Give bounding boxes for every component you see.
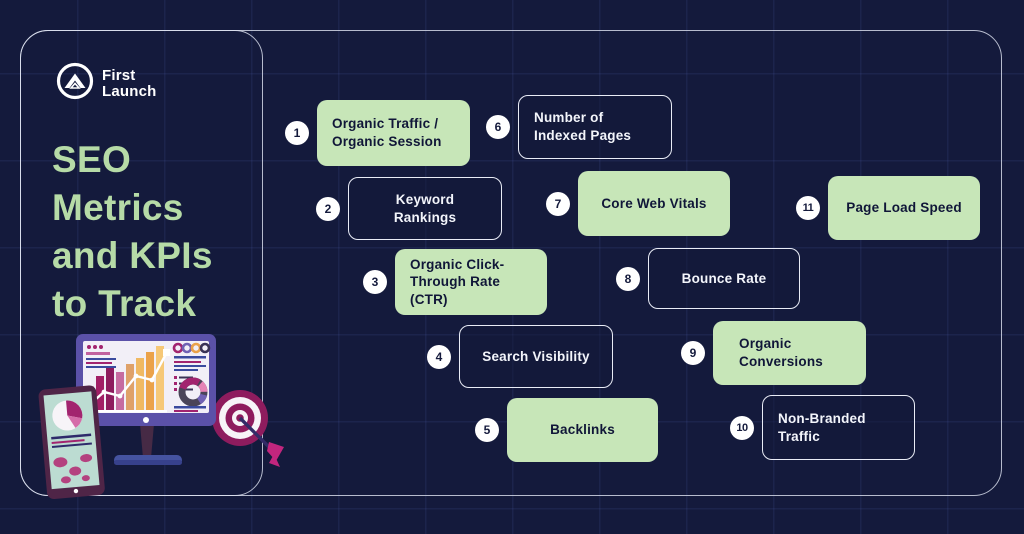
brand-logo: First Launch bbox=[56, 62, 157, 105]
number-badge-1: 1 bbox=[285, 121, 309, 145]
number-badge-6: 6 bbox=[486, 115, 510, 139]
metric-item-9: 9 Organic Conversions bbox=[681, 321, 866, 385]
number-badge-9: 9 bbox=[681, 341, 705, 365]
metric-box-backlinks: Backlinks bbox=[507, 398, 658, 462]
number-badge-2: 2 bbox=[316, 196, 340, 221]
left-panel bbox=[20, 30, 263, 496]
number-badge-5: 5 bbox=[475, 418, 499, 442]
metric-item-3: 3 Organic Click-Through Rate (CTR) bbox=[363, 249, 547, 315]
brand-name: First Launch bbox=[102, 68, 157, 99]
metric-box-indexed-pages: Number of Indexed Pages bbox=[518, 95, 672, 159]
brand-name-line2: Launch bbox=[102, 82, 157, 100]
metric-box-non-branded-traffic: Non-Branded Traffic bbox=[762, 395, 915, 460]
brand-name-line1: First bbox=[102, 67, 136, 85]
monitor-dashboard-icon bbox=[76, 334, 216, 465]
metric-box-search-visibility: Search Visibility bbox=[459, 325, 613, 388]
metric-item-1: 1 Organic Traffic / Organic Session bbox=[285, 100, 470, 166]
metric-box-organic-ctr: Organic Click-Through Rate (CTR) bbox=[395, 249, 547, 315]
metric-box-organic-traffic: Organic Traffic / Organic Session bbox=[317, 100, 470, 166]
number-badge-10: 10 bbox=[730, 415, 754, 440]
tablet-charts-icon bbox=[38, 385, 105, 499]
analytics-illustration bbox=[38, 334, 284, 499]
metric-item-2: 2 Keyword Rankings bbox=[316, 177, 502, 240]
number-badge-4: 4 bbox=[427, 344, 451, 369]
title-line: to Track bbox=[52, 283, 197, 324]
metric-item-10: 10 Non-Branded Traffic bbox=[730, 395, 915, 460]
metric-box-keyword-rankings: Keyword Rankings bbox=[348, 177, 502, 240]
number-badge-11: 11 bbox=[796, 196, 820, 220]
number-badge-3: 3 bbox=[363, 270, 387, 294]
metric-item-5: 5 Backlinks bbox=[475, 398, 658, 462]
metric-item-7: 7 Core Web Vitals bbox=[546, 171, 730, 236]
dartboard-target-icon bbox=[212, 390, 284, 467]
metric-box-page-load-speed: Page Load Speed bbox=[828, 176, 980, 240]
number-badge-8: 8 bbox=[616, 266, 640, 291]
metric-box-bounce-rate: Bounce Rate bbox=[648, 248, 800, 309]
title-line: Metrics bbox=[52, 187, 184, 228]
page-title: SEO Metrics and KPIs to Track bbox=[52, 136, 213, 328]
metric-item-8: 8 Bounce Rate bbox=[616, 248, 800, 309]
number-badge-7: 7 bbox=[546, 191, 570, 216]
mountain-launch-icon bbox=[56, 62, 94, 105]
metric-item-6: 6 Number of Indexed Pages bbox=[486, 95, 672, 159]
title-line: and KPIs bbox=[52, 235, 213, 276]
title-line: SEO bbox=[52, 139, 132, 180]
metric-item-11: 11 Page Load Speed bbox=[796, 176, 980, 240]
metric-box-core-web-vitals: Core Web Vitals bbox=[578, 171, 730, 236]
metric-box-organic-conversions: Organic Conversions bbox=[713, 321, 866, 385]
metric-item-4: 4 Search Visibility bbox=[427, 325, 613, 388]
